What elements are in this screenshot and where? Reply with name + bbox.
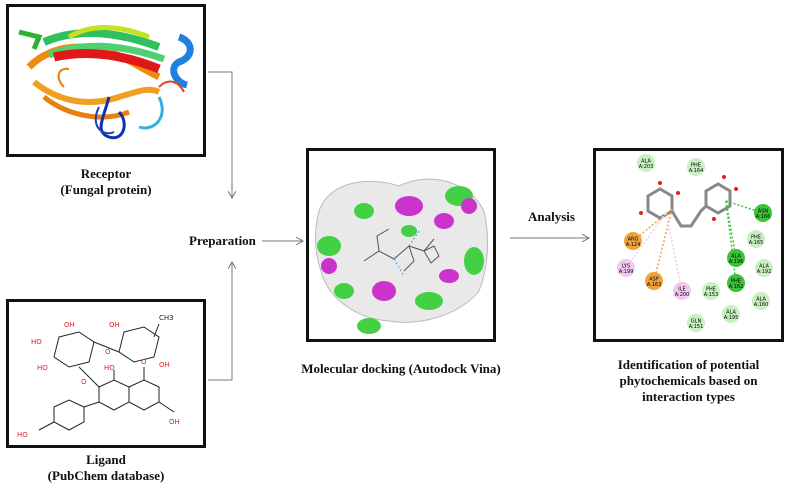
residue-id: A:165 [749,240,764,246]
identification-line-2: phytochemicals based on [598,373,779,389]
residue-id: A:192 [757,269,772,275]
residue-id: A:195 [724,315,739,321]
residue-id: A:196 [729,259,744,265]
docking-surface-image [309,151,493,339]
residue-id: A:166 [756,214,771,220]
identification-line-3: interaction types [598,389,779,405]
residue-id: A:151 [689,324,704,330]
residue-id: A:163 [647,282,662,288]
identification-line-1: Identification of potential [598,357,779,373]
residue-id: A:162 [729,284,744,290]
residue-id: A:153 [704,292,719,298]
receptor-connector-arrow [208,72,232,198]
ligand-connector-arrow [208,262,232,380]
docking-panel [306,148,496,342]
residue-id: A:199 [619,269,634,275]
interaction-line [726,201,736,283]
residue-id: A:200 [675,292,690,298]
docking-caption: Molecular docking (Autodock Vina) [296,361,506,377]
analysis-label: Analysis [528,209,575,225]
interaction-line [654,209,672,281]
residue-id: A:160 [754,302,769,308]
preparation-label: Preparation [189,233,256,249]
residue-id: A:124 [626,242,641,248]
residue-id: A:203 [639,164,654,170]
identification-caption: Identification of potential phytochemica… [598,357,779,405]
residue-id: A:164 [689,168,704,174]
